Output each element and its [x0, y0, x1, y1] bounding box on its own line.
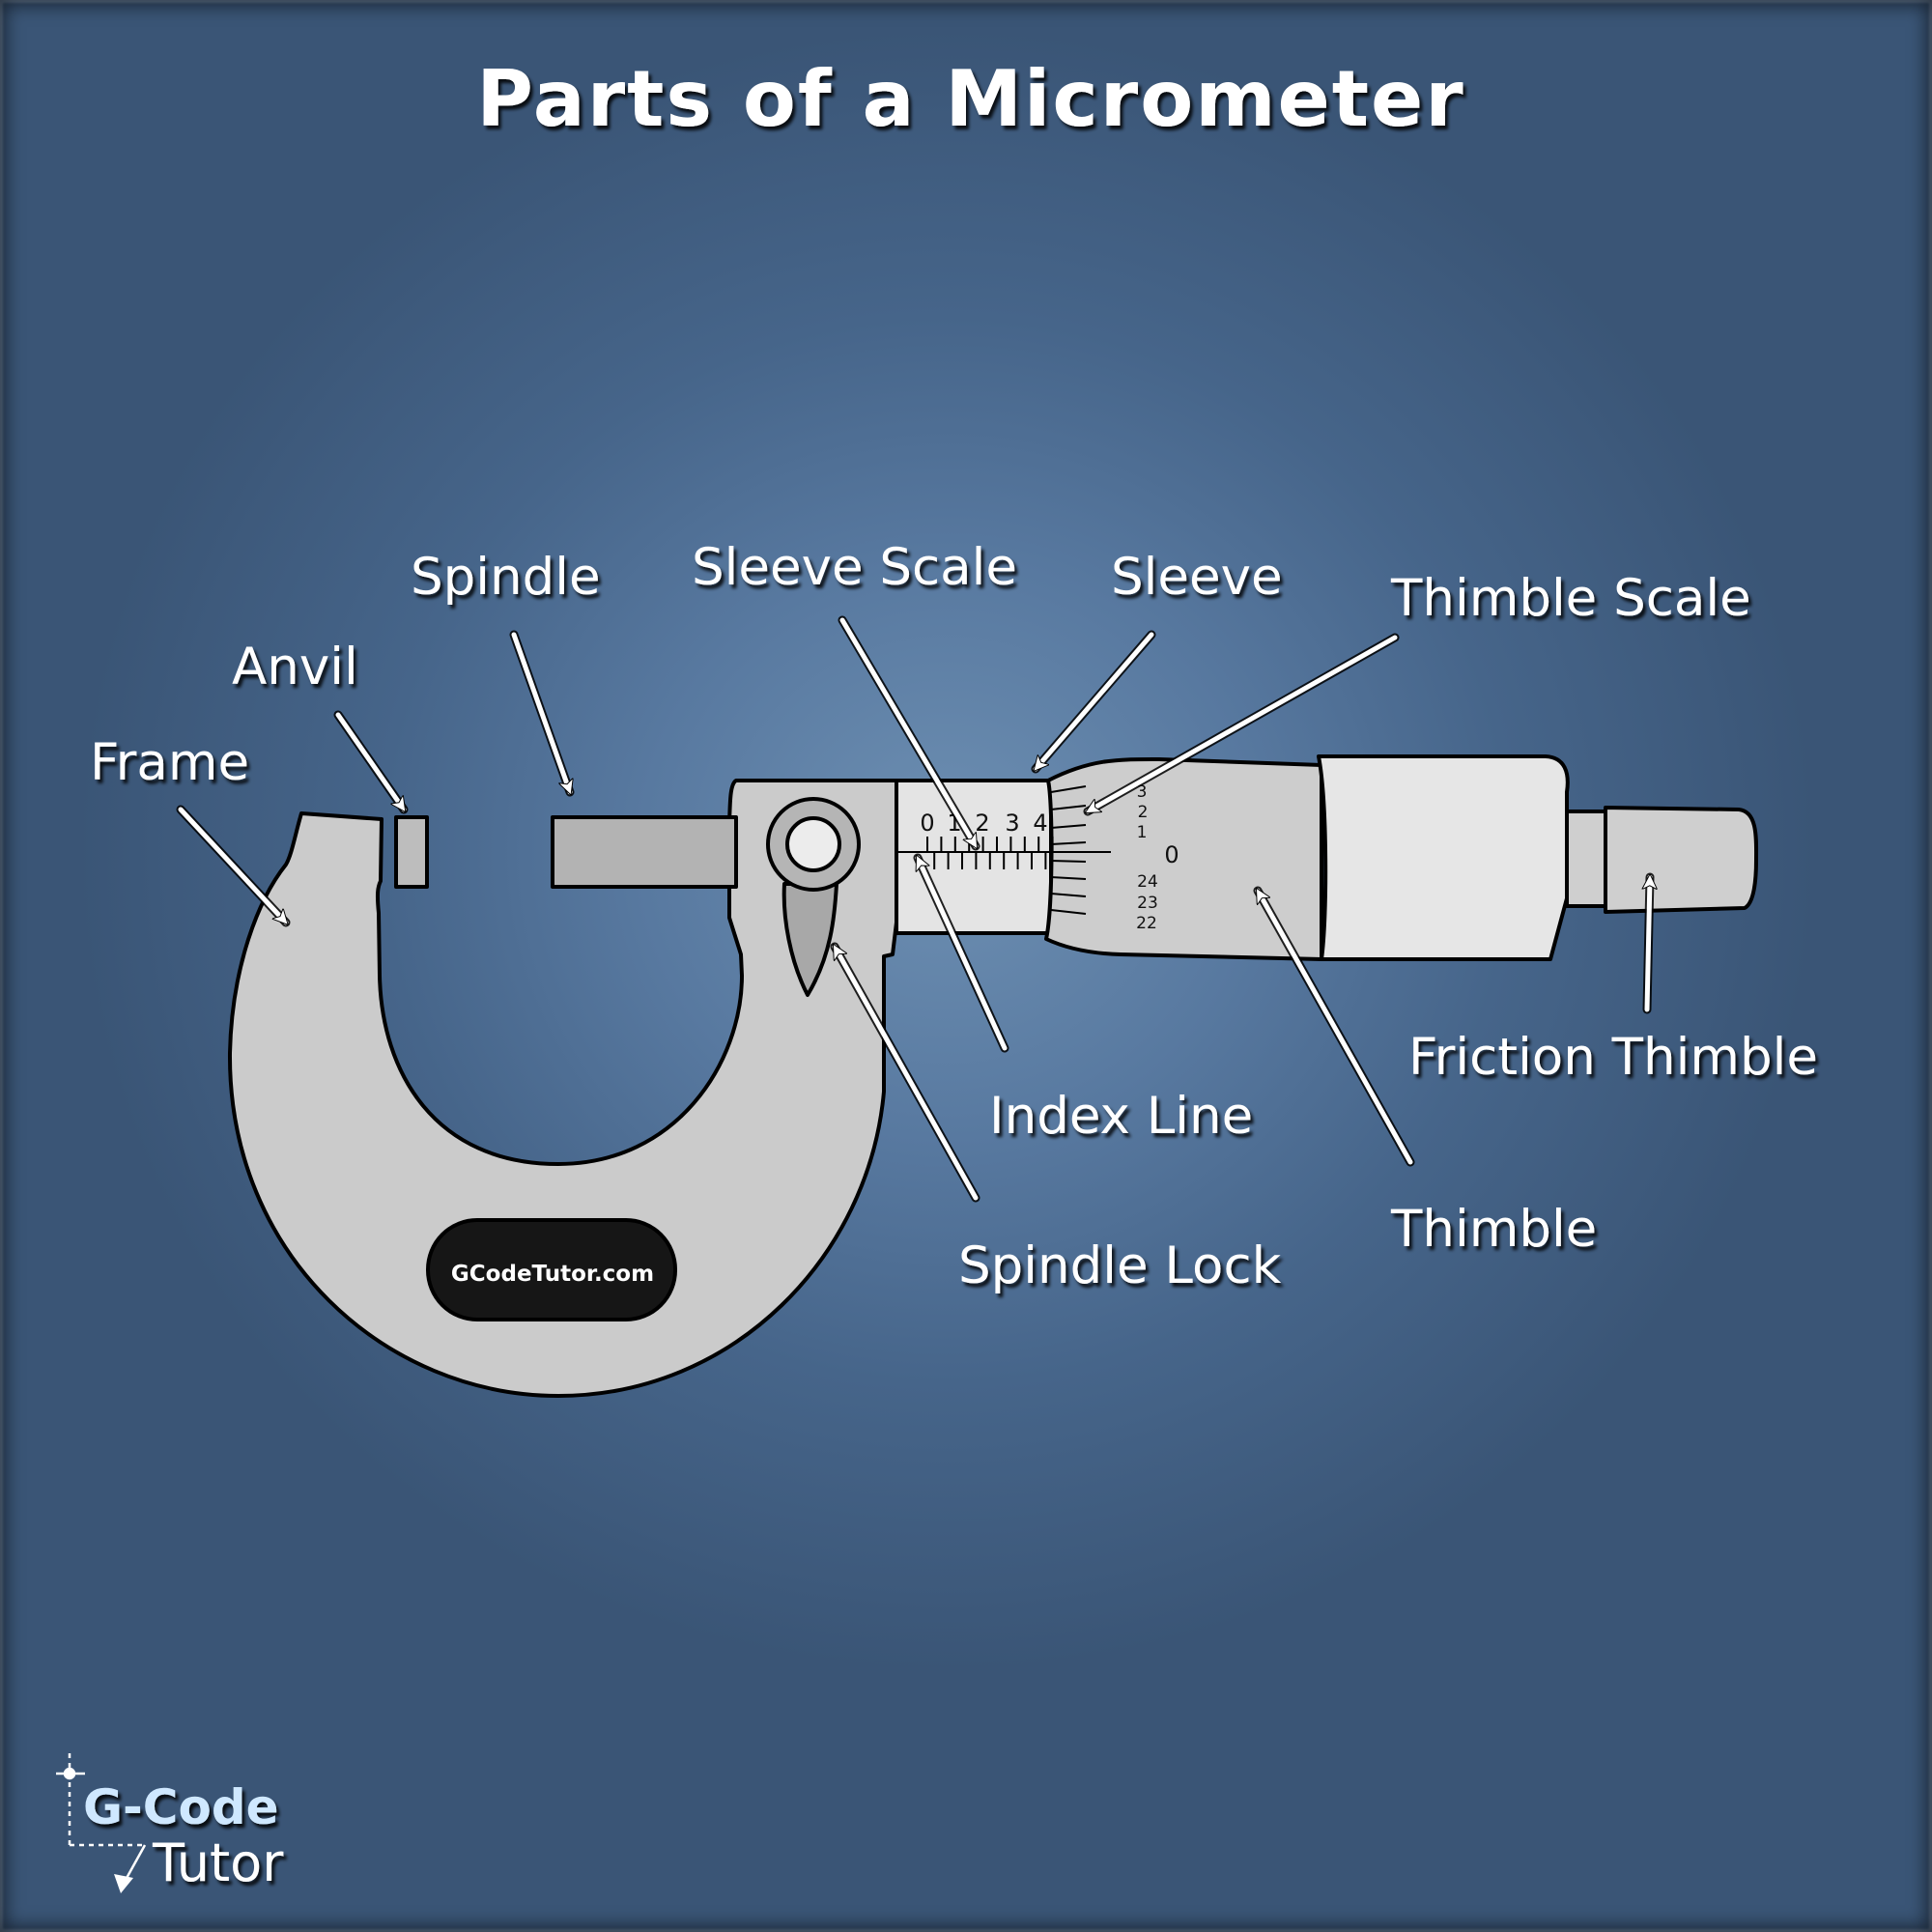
label-index-line: Index Line — [989, 1087, 1253, 1146]
thimble-scale: 3 2 1 0 24 23 22 — [1050, 782, 1179, 933]
sleeve-scale-arrow — [839, 617, 979, 846]
thimble-arrow — [1255, 891, 1413, 1165]
spindle-arrow — [511, 632, 570, 792]
sleeve-arrow — [1036, 632, 1154, 769]
sleeve-scale-number: 3 — [1005, 810, 1019, 837]
thimble-scale-number: 24 — [1137, 872, 1158, 892]
frame-plate-text: GCodeTutor.com — [451, 1262, 654, 1287]
thimble-collar-shape — [1317, 754, 1570, 961]
label-spindle-lock: Spindle Lock — [958, 1236, 1282, 1295]
spindle-shape — [551, 815, 738, 889]
thimble-scale-number: 22 — [1136, 914, 1157, 933]
page-title: Parts of a Micrometer — [476, 54, 1465, 144]
leader-arrows — [176, 615, 1650, 1203]
sleeve-scale-number: 0 — [920, 810, 934, 837]
spindle-lock-arrow — [832, 947, 979, 1201]
thimble-scale-number: 3 — [1137, 782, 1148, 802]
thimble-scale-arrow — [1088, 635, 1398, 814]
index-line-arrow — [915, 858, 1008, 1051]
friction-thimble-neck — [1565, 810, 1609, 908]
sleeve-scale: 0 1 2 3 4 — [896, 810, 1111, 869]
sleeve-scale-number: 2 — [975, 810, 989, 837]
friction-thimble-arrow — [1647, 877, 1650, 1012]
label-sleeve: Sleeve — [1111, 548, 1283, 607]
spindle-lock-shape — [781, 882, 838, 997]
label-thimble: Thimble — [1390, 1200, 1597, 1259]
sleeve-shape — [895, 779, 1053, 935]
thimble-shape — [1044, 756, 1323, 961]
frame-plate — [426, 1218, 677, 1321]
anvil-shape — [394, 815, 429, 889]
thimble-scale-number: 0 — [1164, 841, 1179, 868]
spindle-lock-knob — [785, 816, 841, 872]
label-frame: Frame — [90, 733, 249, 792]
label-sleeve-scale: Sleeve Scale — [692, 538, 1017, 597]
thimble-scale-number: 23 — [1137, 894, 1158, 913]
part-labels: Frame Anvil Spindle Sleeve Scale Sleeve … — [90, 538, 1818, 1295]
gcodetutor-logo: G-Code Tutor — [56, 1753, 284, 1893]
logo-line-2: Tutor — [152, 1833, 284, 1893]
frame-arrow — [178, 807, 286, 923]
sleeve-scale-number: 4 — [1033, 810, 1047, 837]
thimble-scale-number: 2 — [1138, 803, 1149, 822]
label-anvil: Anvil — [232, 638, 358, 696]
label-spindle: Spindle — [411, 548, 601, 607]
micrometer — [227, 754, 1759, 1398]
logo-line-1: G-Code — [83, 1779, 279, 1835]
anvil-arrow — [335, 712, 407, 810]
label-thimble-scale: Thimble Scale — [1390, 569, 1751, 628]
frame-shape — [227, 779, 898, 1398]
thimble-scale-number: 1 — [1137, 823, 1148, 842]
label-friction-thimble: Friction Thimble — [1408, 1028, 1818, 1087]
friction-thimble-shape — [1604, 806, 1759, 914]
